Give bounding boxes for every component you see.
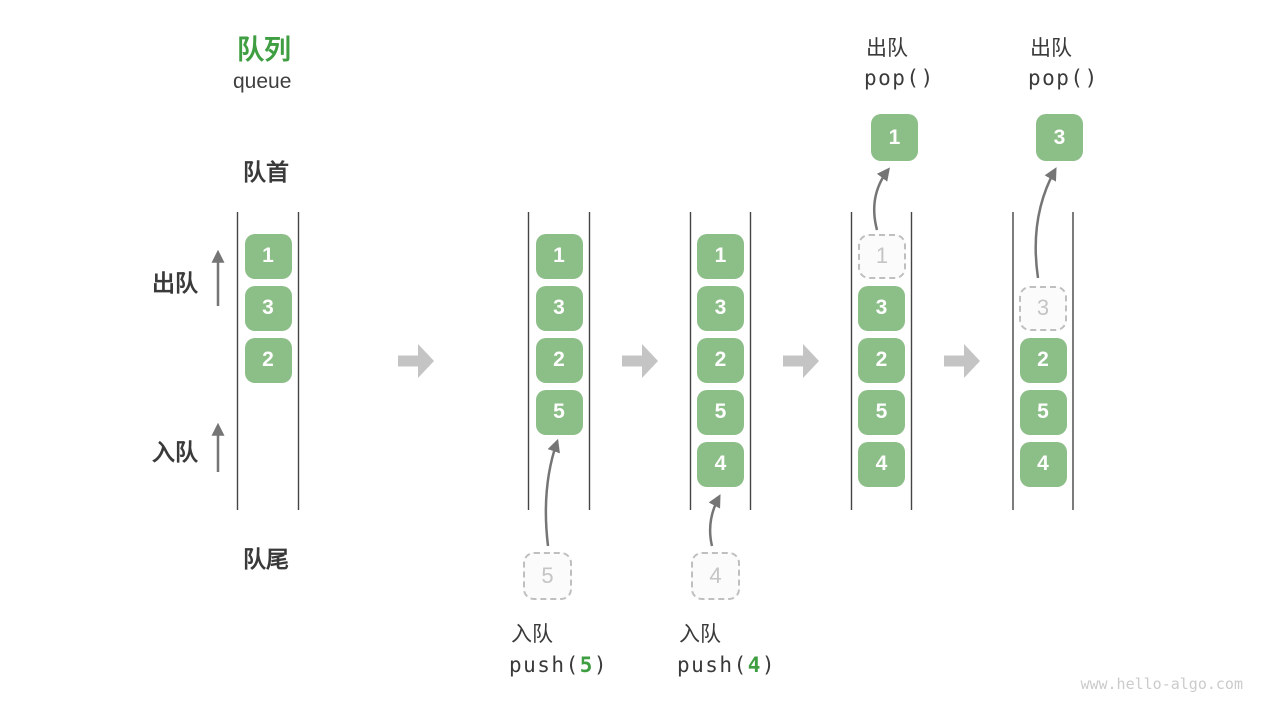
popped-element: 1: [871, 114, 918, 161]
queue-element: 1: [244, 233, 292, 279]
queue-element: 5: [1019, 389, 1067, 435]
queue-element: 1: [697, 233, 744, 279]
pop-op-code: pop(): [1028, 66, 1099, 90]
queue-element: 4: [1019, 441, 1067, 487]
queue-walls: [236, 212, 1074, 510]
transition-arrow-icon: [398, 344, 434, 378]
queue-element: 5: [697, 389, 744, 435]
code-arg: 5: [579, 653, 594, 677]
pop-3-arrow-icon: [1034, 167, 1057, 279]
queue-element: 2: [244, 337, 292, 383]
code-prefix: push(: [677, 653, 748, 677]
enqueue-label: 入队: [152, 439, 198, 465]
code-suffix: ): [761, 653, 777, 677]
removed-element-ghost: 1: [858, 233, 906, 279]
queue-element: 2: [858, 337, 905, 383]
queue-element: 3: [697, 285, 744, 331]
transition-arrow-icon: [944, 344, 980, 378]
code-prefix: push(: [509, 653, 580, 677]
page-title: 队列: [237, 35, 291, 65]
code-arg: 4: [747, 653, 762, 677]
queue-front-label: 队首: [243, 159, 289, 185]
transition-arrow-icon: [622, 344, 658, 378]
incoming-element-ghost: 4: [691, 552, 740, 600]
pop-op-label: 出队: [866, 37, 908, 60]
dequeue-label: 出队: [152, 270, 198, 296]
queue-element: 2: [535, 337, 583, 383]
pop-op-code: pop(): [864, 66, 935, 90]
page-subtitle: queue: [233, 70, 292, 93]
stage-transition-arrows: [398, 344, 980, 378]
queue-element: 5: [858, 389, 905, 435]
transition-arrow-icon: [783, 344, 819, 378]
direction-arrows: [211, 167, 1057, 547]
code-suffix: ): [593, 653, 609, 677]
pop-op-label: 出队: [1030, 37, 1072, 60]
queue-element: 5: [535, 389, 583, 435]
queue-rear-label: 队尾: [243, 546, 289, 572]
push-5-arrow-icon: [544, 438, 560, 547]
queue-element: 2: [1019, 337, 1067, 383]
push-4-arrow-icon: [708, 494, 721, 547]
queue-element: 3: [535, 285, 583, 331]
push-op-code: push(5): [509, 653, 608, 677]
pop-1-arrow-icon: [872, 167, 890, 231]
queue-element: 3: [244, 285, 292, 331]
watermark: www.hello-algo.com: [1080, 675, 1243, 693]
queue-element: 4: [697, 441, 744, 487]
popped-element: 3: [1036, 114, 1083, 161]
push-op-code: push(4): [677, 653, 776, 677]
queue-element: 2: [697, 337, 744, 383]
queue-element: 1: [535, 233, 583, 279]
queue-element: 3: [858, 285, 905, 331]
push-op-label: 入队: [679, 623, 721, 646]
queue-element: 4: [858, 441, 905, 487]
incoming-element-ghost: 5: [523, 552, 572, 600]
push-op-label: 入队: [511, 623, 553, 646]
removed-element-ghost: 3: [1019, 285, 1067, 331]
